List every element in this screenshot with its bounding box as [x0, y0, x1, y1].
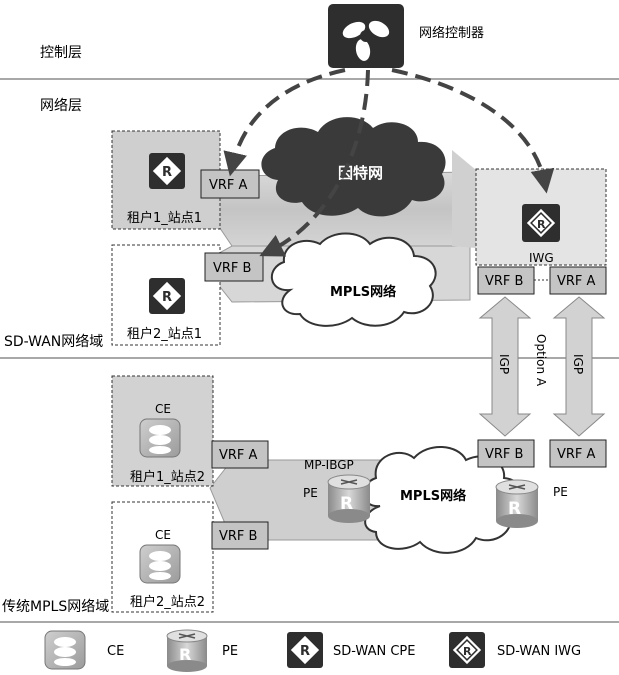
mp-ibgp-label: MP-IBGP — [304, 458, 354, 472]
legend-pe-icon: R — [166, 629, 208, 672]
svg-text:R: R — [162, 290, 172, 305]
vrf-b-tenant2-site1 — [204, 252, 264, 282]
vrf-b-tenant2-site1-label: VRF B — [213, 261, 251, 276]
svg-text:R: R — [340, 494, 353, 514]
pe-vrf-a-label: VRF A — [557, 447, 596, 462]
svg-text:R: R — [537, 218, 546, 231]
legend-cpe-icon: R — [287, 632, 323, 668]
legend-cpe-label: SD-WAN CPE — [333, 644, 415, 659]
controller-arrow-middle — [259, 69, 370, 257]
option-a-label: Option A — [534, 334, 548, 387]
vrf-a-tenant1-site1-label: VRF A — [209, 178, 248, 193]
pe-label-left: PE — [303, 486, 318, 500]
ce-router-icon — [139, 418, 181, 458]
pe-vrf-b — [477, 439, 535, 468]
igp-arrow-a — [552, 296, 606, 437]
iwg-label: IWG — [529, 251, 554, 265]
legend-pe-label: PE — [222, 644, 238, 659]
ce-label-site2b: CE — [155, 528, 171, 542]
svg-text:R: R — [162, 165, 172, 180]
sdwan-domain-label: SD-WAN网络域 — [4, 334, 103, 350]
controller-label: 网络控制器 — [419, 25, 484, 41]
svg-text:R: R — [179, 645, 191, 664]
control-layer-label: 控制层 — [40, 45, 82, 61]
mpls-cloud-upper — [270, 232, 437, 327]
sdwan-iwg-icon: R — [522, 204, 560, 242]
pe-label-right: PE — [553, 485, 568, 499]
iwg-vrf-a-label: VRF A — [557, 274, 596, 289]
pipe-right-cap — [452, 150, 476, 248]
igp-arrow-b — [478, 296, 532, 437]
pe-vrf-b-label: VRF B — [485, 447, 523, 462]
mpls-domain-label: 传统MPLS网络域 — [2, 599, 109, 615]
site-tenant1-site2-label: 租户1_站点2 — [130, 469, 205, 485]
iwg-vrf-a — [549, 266, 607, 295]
pe-router-icon-right: R — [495, 479, 539, 528]
vrf-b-tenant2-site2 — [211, 521, 269, 550]
internet-cloud-label: 因特网 — [338, 164, 383, 182]
controller-arrow-right — [391, 68, 555, 194]
igp-label-b: IGP — [497, 354, 511, 374]
pe-vrf-a — [549, 439, 607, 468]
igp-label-a: IGP — [571, 354, 585, 374]
vrf-a-tenant1-site2 — [211, 440, 269, 469]
iwg-vrf-b — [477, 266, 535, 295]
legend-ce-icon — [44, 630, 86, 670]
svg-text:R: R — [300, 644, 310, 659]
controller-arrow-left — [223, 68, 346, 177]
site-tenant2-site1-label: 租户2_站点1 — [127, 326, 202, 342]
controller-icon — [328, 4, 404, 68]
internet-cloud — [261, 117, 446, 217]
mpls-cloud-lower-label: MPLS网络 — [400, 488, 466, 504]
ce-router-icon — [139, 544, 181, 584]
vrf-a-tenant1-site2-label: VRF A — [219, 448, 258, 463]
svg-text:R: R — [508, 499, 521, 519]
pe-router-icon-left: R — [327, 474, 371, 523]
site-tenant2-site2-label: 租户2_站点2 — [130, 594, 205, 610]
vrf-b-tenant2-site2-label: VRF B — [219, 529, 257, 544]
network-layer-label: 网络层 — [40, 98, 82, 114]
sdwan-cpe-icon: R — [149, 278, 185, 314]
svg-text:R: R — [463, 645, 472, 658]
mpls-cloud-upper-label: MPLS网络 — [330, 284, 396, 300]
legend-ce-label: CE — [107, 644, 124, 659]
ce-label-site2: CE — [155, 402, 171, 416]
legend-iwg-label: SD-WAN IWG — [497, 644, 581, 659]
iwg-vrf-b-label: VRF B — [485, 274, 523, 289]
sdwan-cpe-icon: R — [149, 153, 185, 189]
legend-iwg-icon: R — [449, 632, 485, 668]
site-tenant1-site1-label: 租户1_站点1 — [127, 210, 202, 226]
